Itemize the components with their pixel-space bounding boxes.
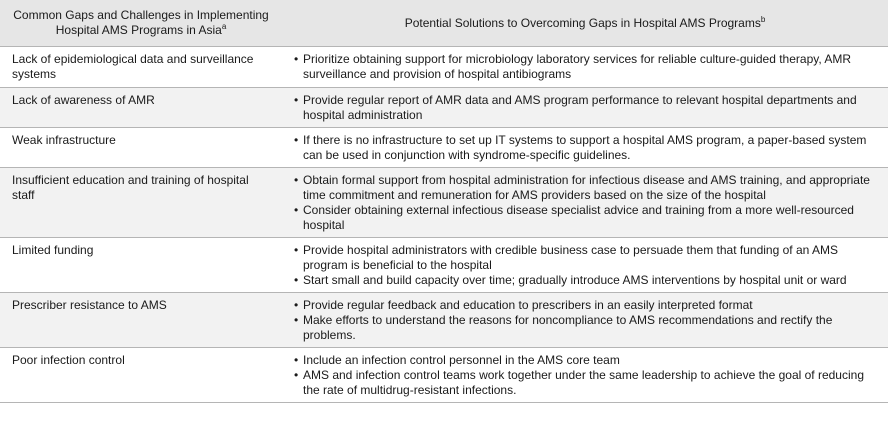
solution-list: Provide hospital administrators with cre… (294, 243, 880, 288)
table-row: Poor infection control Include an infecti… (0, 347, 888, 403)
table-row: Lack of epidemiological data and surveil… (0, 46, 888, 88)
solution-item: Provide hospital administrators with cre… (294, 243, 880, 273)
solution-list: Obtain formal support from hospital admi… (294, 173, 880, 233)
header-gaps: Common Gaps and Challenges in Implementi… (0, 0, 282, 47)
gap-cell: Poor infection control (0, 347, 282, 403)
solution-item: Obtain formal support from hospital admi… (294, 173, 880, 203)
gaps-solutions-table: Common Gaps and Challenges in Implementi… (0, 0, 888, 403)
solution-list: Provide regular report of AMR data and A… (294, 93, 880, 123)
solution-cell: Obtain formal support from hospital admi… (282, 167, 888, 238)
solution-cell: Provide regular report of AMR data and A… (282, 87, 888, 128)
solution-item: Provide regular feedback and education t… (294, 298, 880, 313)
solution-item: Prioritize obtaining support for microbi… (294, 52, 880, 82)
table-body: Lack of epidemiological data and surveil… (0, 46, 888, 403)
gap-cell: Lack of awareness of AMR (0, 87, 282, 128)
solution-item: Start small and build capacity over time… (294, 273, 880, 288)
solution-item: AMS and infection control teams work tog… (294, 368, 880, 398)
solution-item: Make efforts to understand the reasons f… (294, 313, 880, 343)
table-row: Weak infrastructure If there is no infras… (0, 127, 888, 168)
solution-item: Include an infection control personnel i… (294, 353, 880, 368)
table-row: Insufficient education and training of h… (0, 167, 888, 238)
footnote-marker: a (221, 22, 227, 31)
solution-cell: Provide hospital administrators with cre… (282, 237, 888, 293)
solution-list: Prioritize obtaining support for microbi… (294, 52, 880, 82)
solution-list: Provide regular feedback and education t… (294, 298, 880, 343)
gap-cell: Prescriber resistance to AMS (0, 292, 282, 348)
gap-cell: Limited funding (0, 237, 282, 293)
table-row: Prescriber resistance to AMS Provide regu… (0, 292, 888, 348)
gap-cell: Insufficient education and training of h… (0, 167, 282, 238)
table-header-row: Common Gaps and Challenges in Implementi… (0, 0, 888, 47)
solution-cell: Provide regular feedback and education t… (282, 292, 888, 348)
table-row: Lack of awareness of AMR Provide regular … (0, 87, 888, 128)
table-row: Limited funding Provide hospital administ… (0, 237, 888, 293)
gap-cell: Lack of epidemiological data and surveil… (0, 46, 282, 88)
solution-item: If there is no infrastructure to set up … (294, 133, 880, 163)
solution-cell: Include an infection control personnel i… (282, 347, 888, 403)
header-solutions: Potential Solutions to Overcoming Gaps i… (282, 0, 888, 47)
footnote-marker: b (760, 14, 766, 24)
solution-item: Provide regular report of AMR data and A… (294, 93, 880, 123)
solution-item: Consider obtaining external infectious d… (294, 203, 880, 233)
gap-cell: Weak infrastructure (0, 127, 282, 168)
solution-list: If there is no infrastructure to set up … (294, 133, 880, 163)
solution-list: Include an infection control personnel i… (294, 353, 880, 398)
solution-cell: Prioritize obtaining support for microbi… (282, 46, 888, 88)
solution-cell: If there is no infrastructure to set up … (282, 127, 888, 168)
